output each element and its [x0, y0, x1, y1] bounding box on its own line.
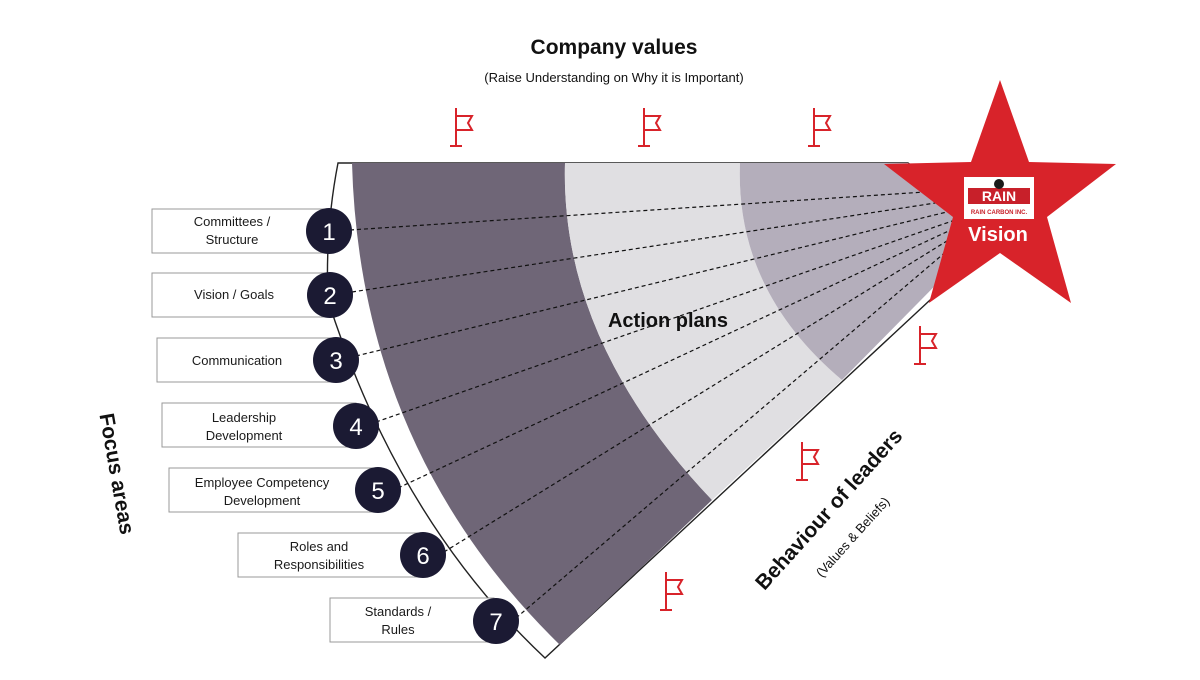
focus-box: [156, 337, 336, 383]
focus-label: Responsibilities: [274, 557, 365, 572]
focus-item: Employee Competency Development 5: [168, 467, 401, 513]
flag-icon: [450, 108, 474, 147]
focus-label: Rules: [381, 622, 415, 637]
focus-item: Standards / Rules 7: [329, 597, 519, 644]
band-light: [564, 163, 842, 500]
focus-number: 7: [489, 609, 502, 636]
vision-label: Vision: [968, 224, 1028, 246]
focus-label: Committees /: [194, 214, 271, 229]
focus-label: Communication: [192, 353, 282, 368]
connector-line-5: [397, 227, 956, 489]
logo-subtext: RAIN CARBON INC.: [971, 210, 1028, 216]
focus-item: Communication 3: [156, 337, 359, 383]
action-plans-label: Action plans: [608, 310, 728, 332]
focus-item: Vision / Goals 2: [151, 272, 353, 318]
flag-icon: [914, 326, 938, 365]
focus-number: 2: [323, 283, 336, 310]
focus-number-badge: [307, 272, 353, 318]
connector-lines: [349, 189, 956, 619]
flags: [450, 108, 938, 611]
connector-line-1: [349, 189, 956, 231]
focus-number: 4: [349, 414, 362, 441]
focus-label: Structure: [206, 232, 259, 247]
focus-number: 3: [329, 348, 342, 375]
focus-item: Committees / Structure 1: [151, 208, 352, 254]
focus-box: [237, 532, 423, 578]
page-subtitle: (Raise Understanding on Why it is Import…: [484, 70, 743, 85]
focus-label: Standards /: [365, 604, 432, 619]
focus-number-badge: [333, 403, 379, 449]
rain-logo: RAIN RAIN CARBON INC.: [964, 177, 1034, 219]
globe-icon: [994, 179, 1004, 189]
connector-line-7: [515, 243, 956, 619]
focus-label: Leadership: [212, 410, 276, 425]
flag-icon: [660, 572, 684, 611]
focus-label: Development: [206, 428, 283, 443]
flag-icon: [808, 108, 832, 147]
page-title: Company values: [531, 36, 698, 59]
focus-number-badge: [306, 208, 352, 254]
focus-label: Employee Competency: [195, 475, 330, 490]
focus-number-badge: [313, 337, 359, 383]
focus-box: [151, 272, 329, 318]
focus-number: 6: [416, 543, 429, 570]
fan-shape: [326, 162, 1002, 659]
focus-number: 1: [322, 219, 335, 246]
focus-box: [168, 467, 378, 513]
focus-number-badge: [355, 467, 401, 513]
focus-label: Vision / Goals: [194, 287, 274, 302]
focus-number-badge: [473, 598, 519, 644]
band-dark: [352, 163, 712, 645]
focus-items: Committees / Structure 1 Vision / Goals …: [151, 208, 519, 644]
flag-icon: [796, 442, 820, 481]
focus-item: Leadership Development 4: [161, 402, 379, 449]
focus-label: Roles and: [290, 539, 349, 554]
focus-number-badge: [400, 532, 446, 578]
logo-text: RAIN: [982, 188, 1016, 204]
focus-box: [161, 402, 357, 448]
connector-line-4: [375, 219, 956, 423]
focus-areas-label: Focus areas: [94, 412, 138, 537]
connector-line-2: [351, 199, 956, 293]
flag-icon: [638, 108, 662, 147]
connector-line-6: [443, 235, 956, 553]
focus-label: Development: [224, 493, 301, 508]
connector-line-3: [355, 209, 956, 357]
focus-item: Roles and Responsibilities 6: [237, 532, 446, 578]
focus-number: 5: [371, 478, 384, 505]
